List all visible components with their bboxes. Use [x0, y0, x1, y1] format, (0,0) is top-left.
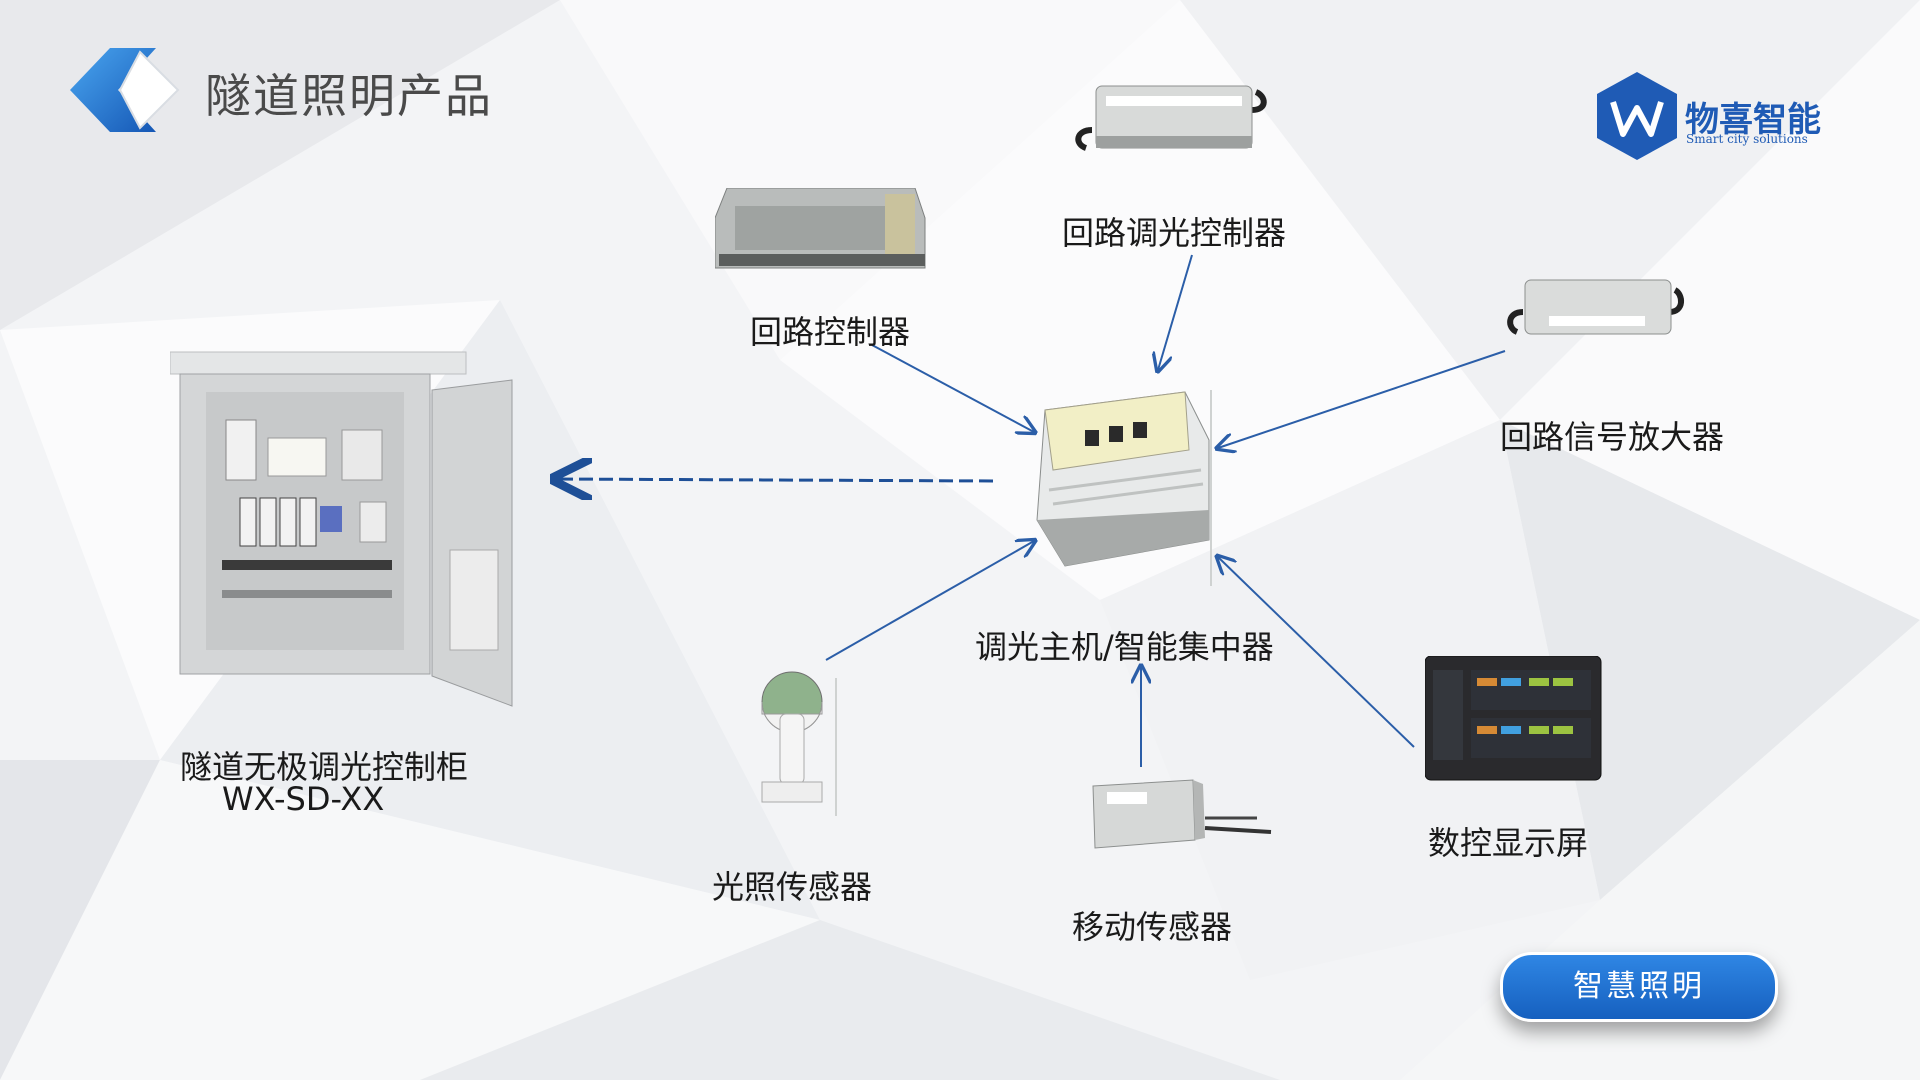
- hub-label: 调光主机/智能集中器: [975, 628, 1274, 666]
- loop-signal-amplifier-image: [1507, 279, 1684, 335]
- display-screen-label: 数控显示屏: [1428, 824, 1589, 862]
- cabinet-image: [170, 351, 513, 707]
- cabinet-name: 隧道无极调光控制柜: [180, 748, 469, 786]
- motion-sensor-image: [1092, 779, 1272, 849]
- motion-sensor-label: 移动传感器: [1072, 908, 1233, 946]
- arrow-loop-controller-to-hub: [871, 344, 1034, 432]
- light-sensor-label: 光照传感器: [712, 868, 873, 906]
- loop-controller-label: 回路控制器: [750, 313, 911, 351]
- arrow-hub-to-cabinet-dashed: [557, 479, 994, 481]
- arrow-loop-dimming-to-hub: [1158, 254, 1193, 370]
- hub-device-image: [1036, 390, 1212, 586]
- header-logo-icon: [70, 48, 180, 132]
- arrow-amplifier-to-hub: [1218, 350, 1506, 448]
- brand-tagline: Smart city solutions: [1686, 132, 1808, 146]
- smart-lighting-button[interactable]: 智慧照明: [1500, 952, 1778, 1022]
- brand-logo-icon: [1597, 72, 1677, 160]
- display-screen-image: [1425, 656, 1602, 781]
- loop-controller-image: [715, 188, 926, 269]
- loop-dimming-controller-label: 回路调光控制器: [1062, 214, 1287, 252]
- arrow-light-sensor-to-hub: [825, 541, 1034, 661]
- cabinet-model: WX-SD-XX: [222, 780, 385, 818]
- loop-dimming-controller-image: [1075, 85, 1267, 151]
- loop-signal-amplifier-label: 回路信号放大器: [1500, 418, 1725, 456]
- brand-name: 物喜智能: [1685, 100, 1821, 140]
- page-title: 隧道照明产品: [205, 69, 493, 123]
- arrow-display-to-hub: [1218, 557, 1415, 748]
- light-sensor-image: [761, 671, 837, 816]
